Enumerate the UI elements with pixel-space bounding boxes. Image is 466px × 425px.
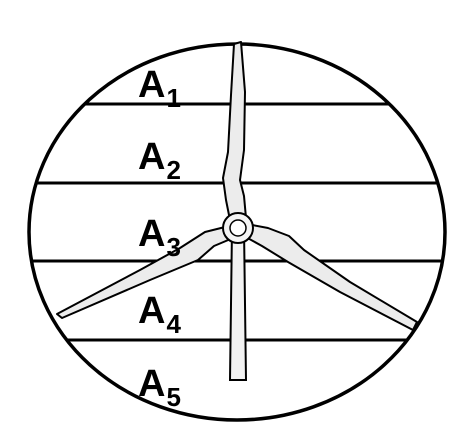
blade-right [244,224,417,330]
area-label-a2: A2 [138,138,181,176]
area-label-a5: A5 [138,365,181,403]
turbine-tower [230,228,246,380]
area-label-a3: A3 [138,215,181,253]
area-label-a4: A4 [138,292,181,330]
area-label-a1: A1 [138,66,181,104]
turbine-hub-inner [230,220,246,236]
blade-top [223,42,246,220]
